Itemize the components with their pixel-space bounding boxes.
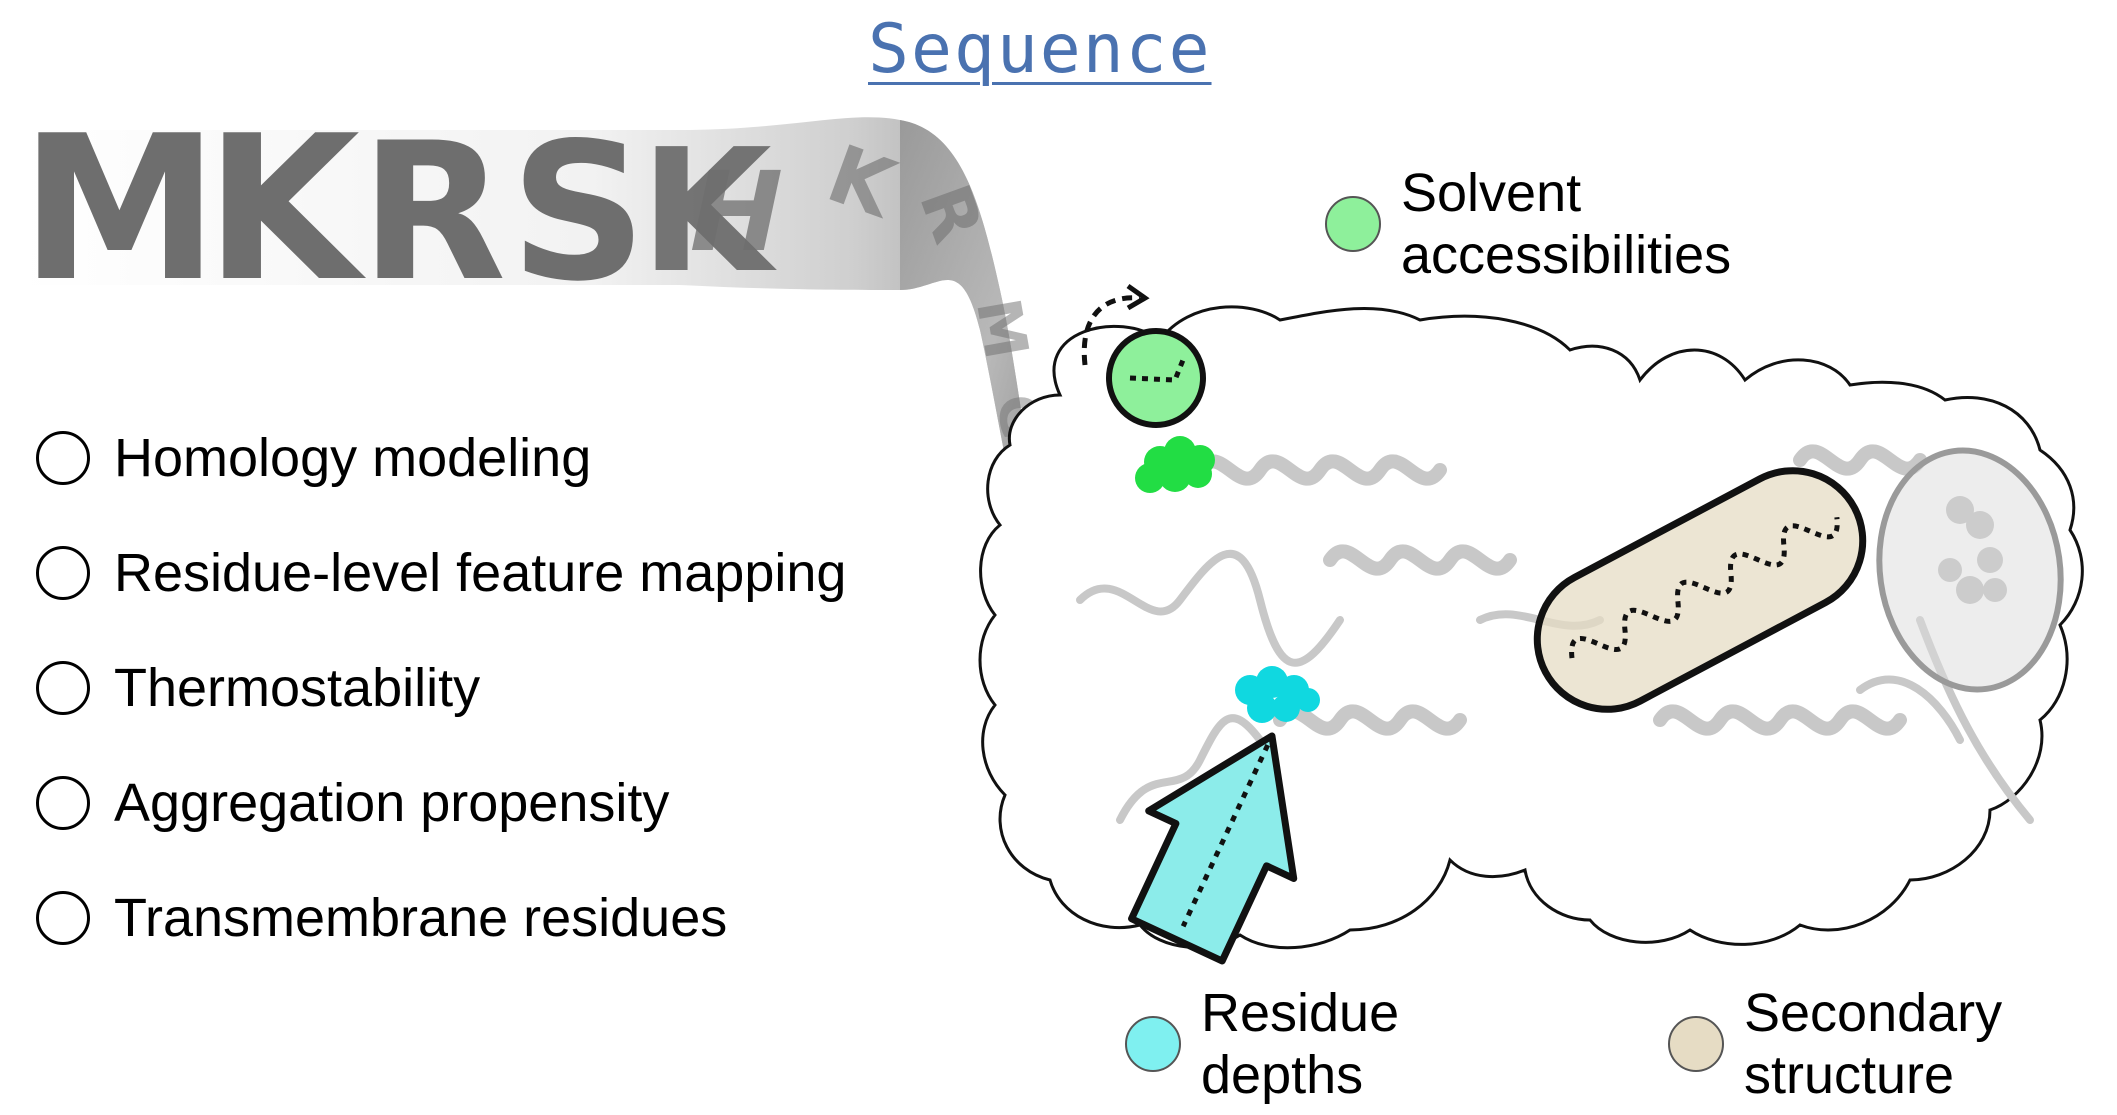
bullet-circle-icon	[36, 775, 90, 830]
protein-helix	[1193, 454, 1447, 486]
feature-label: Residue-level feature mapping	[114, 542, 847, 603]
feature-item: Homology modeling	[36, 400, 846, 515]
protein-coil	[1116, 714, 1264, 824]
green-dot-icon	[1325, 196, 1381, 252]
seq-letter: M	[962, 293, 1041, 364]
bullet-circle-icon	[36, 890, 90, 945]
cyan-residues	[1235, 666, 1320, 723]
sequence-letters: M K R S K H K R M G	[20, 93, 1053, 443]
secondary-capsule	[1533, 467, 1867, 713]
probe-arrow	[1081, 295, 1141, 366]
legend-secondary-line2: structure	[1744, 1045, 1955, 1105]
probe-arrowhead	[1126, 283, 1150, 311]
feature-list: Homology modeling Residue-level feature …	[36, 400, 846, 975]
legend-depth-line1: Residue	[1201, 983, 1400, 1043]
legend-solvent: Solvent accessibilities	[1325, 162, 1731, 286]
feature-label: Aggregation propensity	[114, 772, 670, 833]
bullet-circle-icon	[36, 545, 90, 600]
feature-item: Thermostability	[36, 630, 846, 745]
seq-letter: K	[205, 93, 367, 326]
feature-item: Residue-level feature mapping	[36, 515, 846, 630]
page-title: Sequence	[868, 10, 1212, 89]
feature-label: Thermostability	[114, 657, 481, 718]
feature-item: Transmembrane residues	[36, 860, 846, 975]
protein-coil	[1856, 675, 1964, 744]
beige-dot-icon	[1668, 1016, 1724, 1072]
legend-solvent-line2: accessibilities	[1401, 225, 1732, 285]
legend-secondary: Secondary structure	[1668, 982, 2002, 1106]
probe-radius	[1129, 354, 1188, 383]
feature-item: Aggregation propensity	[36, 745, 846, 860]
protein-helix	[1273, 704, 1467, 736]
legend-solvent-line1: Solvent	[1401, 163, 1582, 223]
cyan-dot-icon	[1125, 1016, 1181, 1072]
grey-highlight-ellipse	[1876, 447, 2064, 693]
protein-coil	[1076, 549, 1344, 667]
bullet-circle-icon	[36, 660, 90, 715]
legend-depth: Residue depths	[1125, 982, 1399, 1106]
sequence-ribbon	[20, 117, 1060, 640]
protein-helix	[1793, 444, 1927, 476]
bullet-circle-icon	[36, 430, 90, 485]
feature-label: Transmembrane residues	[114, 887, 728, 948]
protein-helix	[1323, 544, 1517, 576]
protein-helix	[1653, 704, 1907, 736]
seq-letter: S	[510, 102, 647, 323]
seq-letter: M	[20, 93, 219, 326]
legend-depth-line2: depths	[1201, 1045, 1364, 1105]
seq-letter: R	[360, 102, 506, 323]
seq-letter: K	[640, 113, 777, 311]
green-residues	[1135, 436, 1215, 493]
legend-secondary-line1: Secondary	[1744, 983, 2003, 1043]
depth-arrow	[1128, 732, 1298, 965]
feature-label: Homology modeling	[114, 427, 592, 488]
